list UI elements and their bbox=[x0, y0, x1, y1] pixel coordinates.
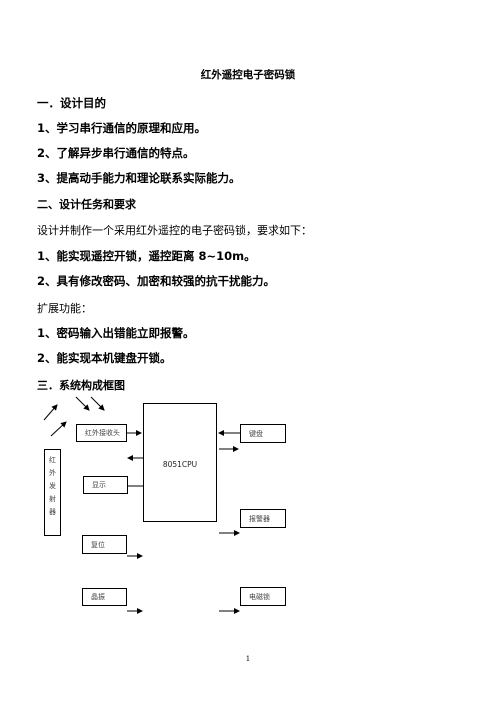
cpu-label: 8051CPU bbox=[162, 460, 198, 469]
reset-label: 复位 bbox=[91, 540, 105, 549]
ir-transmitter-box: 红 外 发 射 器 bbox=[44, 449, 61, 536]
section-3-heading: 三．系统构成框图 bbox=[37, 379, 125, 392]
ir-receiver-label: 红外接收头 bbox=[85, 429, 120, 437]
section-1-heading: 一．设计目的 bbox=[37, 96, 106, 110]
goal-item-1: 1、学习串行通信的原理和应用。 bbox=[37, 121, 206, 135]
task-intro: 设计并制作一个采用红外遥控的电子密码锁，要求如下： bbox=[37, 224, 312, 237]
ir-signal-arrow bbox=[90, 396, 105, 411]
goal-item-2: 2、了解异步串行通信的特点。 bbox=[37, 146, 195, 160]
magnetic-lock-label: 电磁锁 bbox=[249, 592, 270, 601]
crystal-label: 晶振 bbox=[91, 593, 105, 601]
cpu-box: 8051CPU bbox=[143, 403, 217, 522]
goal-item-3: 3、提高动手能力和理论联系实际能力。 bbox=[37, 171, 241, 185]
ir-transmitter-char: 器 bbox=[49, 508, 56, 516]
ir-receiver-box: 红外接收头 bbox=[76, 424, 127, 442]
ir-signal-arrow bbox=[43, 404, 58, 421]
ir-transmitter-char: 外 bbox=[49, 469, 56, 477]
extension-1: 1、密码输入出错能立即报警。 bbox=[37, 326, 195, 340]
magnetic-lock-box: 电磁锁 bbox=[240, 587, 286, 606]
ir-transmitter-char: 红 bbox=[49, 456, 56, 464]
requirement-1: 1、能实现遥控开锁，遥控距离 8~10m。 bbox=[37, 249, 256, 263]
extension-2: 2、能实现本机键盘开锁。 bbox=[37, 351, 172, 365]
crystal-box: 晶振 bbox=[82, 588, 127, 606]
ir-transmitter-char: 射 bbox=[49, 495, 56, 503]
display-box: 显示 bbox=[83, 476, 128, 494]
keyboard-box: 键盘 bbox=[240, 424, 286, 443]
display-label: 显示 bbox=[92, 481, 106, 489]
section-2-heading: 二、设计任务和要求 bbox=[37, 198, 136, 211]
alarm-box: 报警器 bbox=[240, 509, 286, 528]
page-number: 1 bbox=[245, 655, 251, 663]
alarm-label: 报警器 bbox=[249, 514, 270, 523]
keyboard-label: 键盘 bbox=[249, 429, 263, 438]
doc-title: 红外遥控电子密码锁 bbox=[200, 69, 296, 81]
reset-box: 复位 bbox=[82, 535, 127, 554]
ir-signal-arrow bbox=[75, 396, 90, 411]
requirement-2: 2、具有修改密码、加密和较强的抗干扰能力。 bbox=[37, 274, 275, 288]
extension-heading: 扩展功能： bbox=[37, 302, 92, 315]
ir-signal-arrow bbox=[50, 421, 67, 437]
ir-transmitter-char: 发 bbox=[49, 482, 56, 490]
